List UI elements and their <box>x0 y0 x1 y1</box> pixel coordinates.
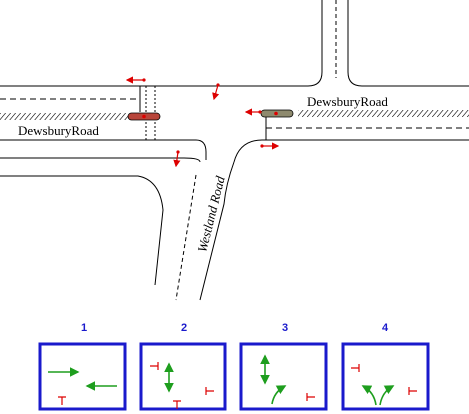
westland-road-centre-line <box>175 174 197 301</box>
stage-2-number: 2 <box>181 322 187 334</box>
signal-arrow-centre-down <box>212 84 220 101</box>
hatched-reserve-right <box>298 110 469 117</box>
stage-2-stop-bottom <box>173 400 181 409</box>
stage-4-stop-right <box>408 387 417 395</box>
stage-3-right-turn-arrow <box>271 385 287 405</box>
road-label-dewsbury-left: DewsburyRoad <box>18 123 99 138</box>
lower-road-top-kerb <box>0 157 201 163</box>
stage-2-stop-right <box>205 387 214 395</box>
main-road-south-kerb-right <box>233 139 469 163</box>
north-arm-right-kerb <box>347 0 469 87</box>
lower-road-bottom-kerb <box>0 175 164 286</box>
stage-4-number: 4 <box>382 322 389 334</box>
stage-3-box <box>239 342 328 411</box>
stage-1-box <box>38 342 127 411</box>
signal-arrow-south-down <box>173 151 181 168</box>
hatched-reserve-left <box>0 113 140 120</box>
stage-1-stop-mark <box>58 396 66 405</box>
road-network <box>0 0 469 301</box>
stage-4-box <box>341 342 430 411</box>
north-arm-left-kerb <box>0 0 323 87</box>
stage-3-stop-right <box>306 393 315 401</box>
stage-2-stop-left <box>150 362 159 370</box>
road-label-dewsbury-right: DewsburyRoad <box>307 94 388 109</box>
stage-4-stop-left <box>351 364 360 372</box>
stage-4-right-turn-arrow <box>379 385 395 406</box>
westland-road-right-kerb <box>199 161 235 301</box>
stage-3-number: 3 <box>282 322 288 334</box>
stage-diagrams: 1 2 3 4 <box>38 322 430 411</box>
road-label-westland: Westland Road <box>194 174 228 254</box>
stage-1-number: 1 <box>81 322 87 334</box>
stage-2-box <box>139 342 227 411</box>
main-road-south-kerb-left <box>0 139 207 160</box>
signal-arrows <box>125 76 280 168</box>
stage-4-left-turn-arrow <box>361 385 377 406</box>
